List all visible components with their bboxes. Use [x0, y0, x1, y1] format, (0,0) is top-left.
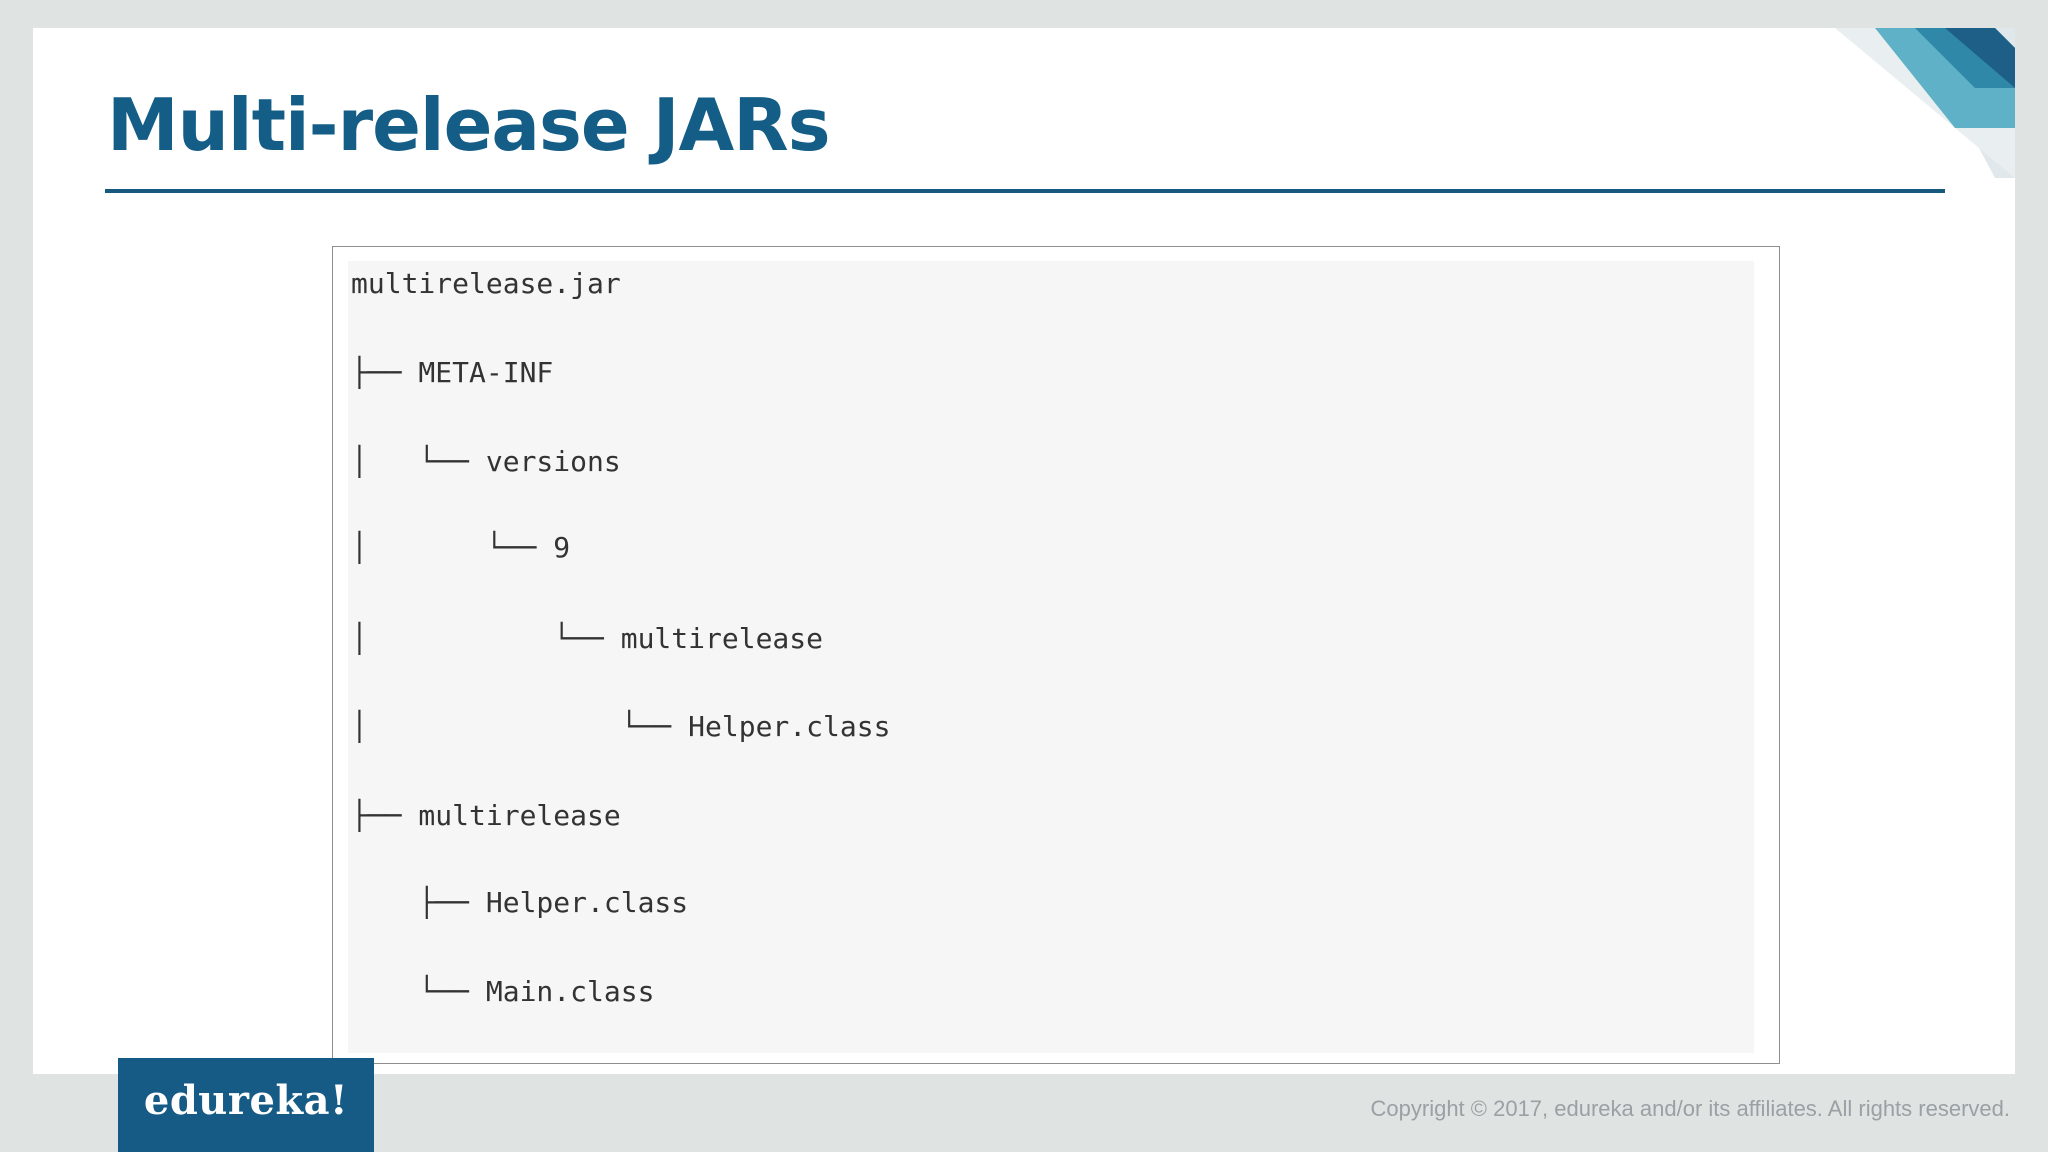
corner-decoration	[1835, 28, 2015, 178]
tree-line-version-9: │ └── 9	[351, 531, 571, 564]
slide-title: Multi-release JARs	[107, 83, 831, 167]
tree-line-versioned-package: │ └── multirelease	[351, 622, 824, 655]
edureka-logo: edureka!	[118, 1058, 374, 1152]
tree-line-helper: ├── Helper.class	[351, 886, 689, 919]
copyright-notice: Copyright © 2017, edureka and/or its aff…	[1370, 1096, 2010, 1121]
tree-line-meta-inf: ├── META-INF	[351, 356, 554, 389]
logo-text: edureka!	[143, 1076, 349, 1124]
title-divider	[105, 189, 1945, 193]
code-block: multirelease.jar ├── META-INF │ └── vers…	[348, 261, 1754, 1053]
tree-line-package: ├── multirelease	[351, 799, 621, 832]
tree-line-versions: │ └── versions	[351, 445, 621, 478]
tree-line-main: └── Main.class	[351, 975, 655, 1008]
code-block-frame: multirelease.jar ├── META-INF │ └── vers…	[332, 246, 1780, 1064]
tree-line-versioned-helper: │ └── Helper.class	[351, 710, 891, 743]
slide: Multi-release JARs multirelease.jar ├── …	[33, 28, 2015, 1074]
tree-line-root: multirelease.jar	[351, 267, 621, 300]
